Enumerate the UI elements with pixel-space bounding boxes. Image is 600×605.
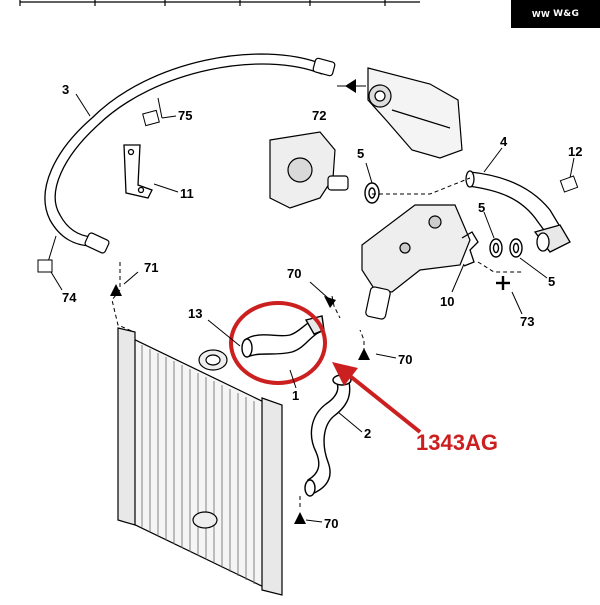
thermostat-housing bbox=[361, 204, 471, 320]
brand-watermark: WW W&G bbox=[511, 0, 600, 28]
pipe-4 bbox=[465, 170, 571, 253]
leader-lines bbox=[47, 85, 575, 523]
callout-70-top: 70 bbox=[287, 266, 301, 281]
hose-3-end-top bbox=[312, 57, 336, 77]
callout-71: 71 bbox=[144, 260, 158, 275]
watermark-mark: WW bbox=[531, 9, 551, 19]
callout-70-bottom: 70 bbox=[324, 516, 338, 531]
cross-marker-73 bbox=[496, 276, 510, 290]
triangle-marker-70-bottom bbox=[294, 512, 306, 524]
triangle-marker-70-mid bbox=[358, 348, 370, 360]
water-pump bbox=[269, 131, 349, 209]
highlight-arrow bbox=[332, 362, 422, 434]
callout-11: 11 bbox=[180, 186, 194, 201]
radiator-inlet bbox=[198, 349, 228, 371]
tag-75 bbox=[142, 109, 160, 127]
callout-73: 73 bbox=[520, 314, 534, 329]
radiator-fins bbox=[141, 345, 255, 584]
triangle-marker-70-top bbox=[324, 296, 336, 308]
callout-4: 4 bbox=[500, 134, 508, 149]
seal-upper bbox=[364, 182, 380, 204]
hose-1 bbox=[241, 315, 325, 358]
callout-3: 3 bbox=[62, 82, 69, 97]
radiator bbox=[117, 327, 283, 596]
callout-1: 1 bbox=[292, 388, 299, 403]
callout-5-upper: 5 bbox=[357, 146, 364, 161]
callout-12: 12 bbox=[568, 144, 582, 159]
tag-12 bbox=[559, 175, 579, 193]
top-frame bbox=[19, 0, 420, 6]
callout-13: 13 bbox=[188, 306, 202, 321]
callout-labels: 3 75 11 72 5 4 12 5 5 10 73 71 74 70 13 … bbox=[62, 82, 582, 531]
seal-right-a bbox=[489, 238, 503, 258]
hose-2 bbox=[304, 374, 352, 497]
hose-3-end-bottom bbox=[84, 232, 110, 254]
part-code-label: 1343AG bbox=[416, 430, 498, 455]
seal-right-b bbox=[509, 238, 523, 258]
callout-2: 2 bbox=[364, 426, 371, 441]
tag-74 bbox=[37, 259, 53, 273]
clip-10 bbox=[461, 231, 479, 267]
expansion-tank bbox=[367, 67, 463, 159]
callout-72: 72 bbox=[312, 108, 326, 123]
radiator-outlet bbox=[192, 511, 218, 529]
triangle-marker-71 bbox=[110, 284, 122, 296]
callout-75: 75 bbox=[178, 108, 192, 123]
hose-3 bbox=[44, 53, 323, 247]
triangle-marker-72 bbox=[345, 79, 356, 93]
callout-10: 10 bbox=[440, 294, 454, 309]
callout-74: 74 bbox=[62, 290, 77, 305]
bracket-11 bbox=[123, 144, 153, 199]
callout-70-mid: 70 bbox=[398, 352, 412, 367]
callout-5-right-b: 5 bbox=[548, 274, 555, 289]
watermark-text: W&G bbox=[553, 9, 580, 19]
highlight-circle bbox=[229, 301, 327, 385]
callout-5-right-a: 5 bbox=[478, 200, 485, 215]
